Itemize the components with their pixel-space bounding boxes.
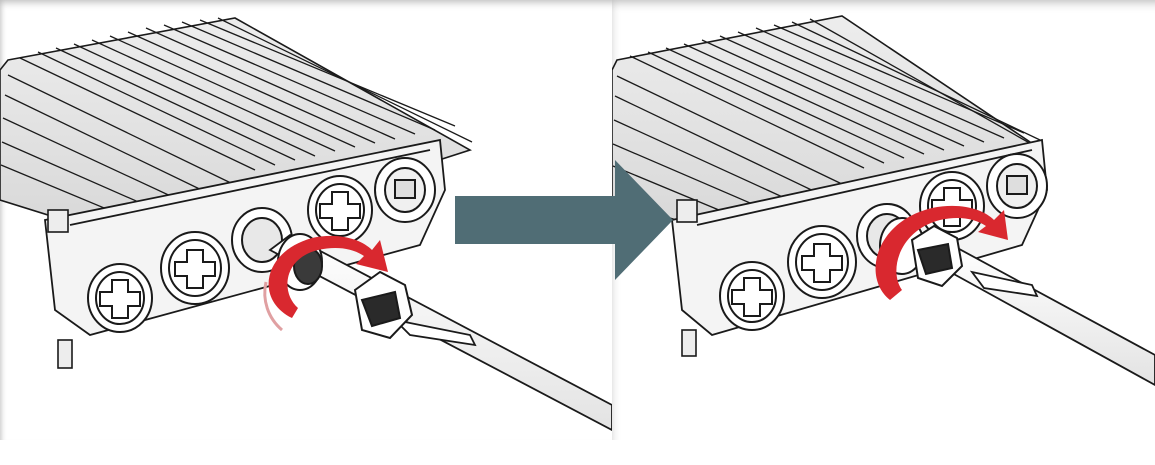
curved-rotation-arrow-icon <box>875 205 1008 300</box>
ethernet-port <box>986 153 1048 219</box>
right-arrow-icon <box>455 160 673 280</box>
cable <box>930 242 1155 387</box>
fin-lines <box>0 17 473 226</box>
mounting-foot <box>676 199 698 357</box>
port-plug-2 <box>787 225 857 299</box>
gland-nut <box>353 270 414 340</box>
ethernet-port <box>374 157 436 223</box>
port-plug-1 <box>719 261 785 331</box>
fin-lines <box>612 18 1043 226</box>
port-plug-2 <box>160 231 230 305</box>
device-diagram-after <box>612 15 1155 387</box>
mounting-foot <box>47 209 73 369</box>
port-plug-3 <box>307 175 373 245</box>
step-after-illustration <box>612 0 1155 440</box>
curved-rotation-arrow-icon <box>268 235 388 318</box>
gland-nut <box>910 224 964 288</box>
rotation-arrow-shadow <box>263 281 284 332</box>
device-diagram-before <box>0 17 613 432</box>
port-plug-1 <box>87 263 153 333</box>
